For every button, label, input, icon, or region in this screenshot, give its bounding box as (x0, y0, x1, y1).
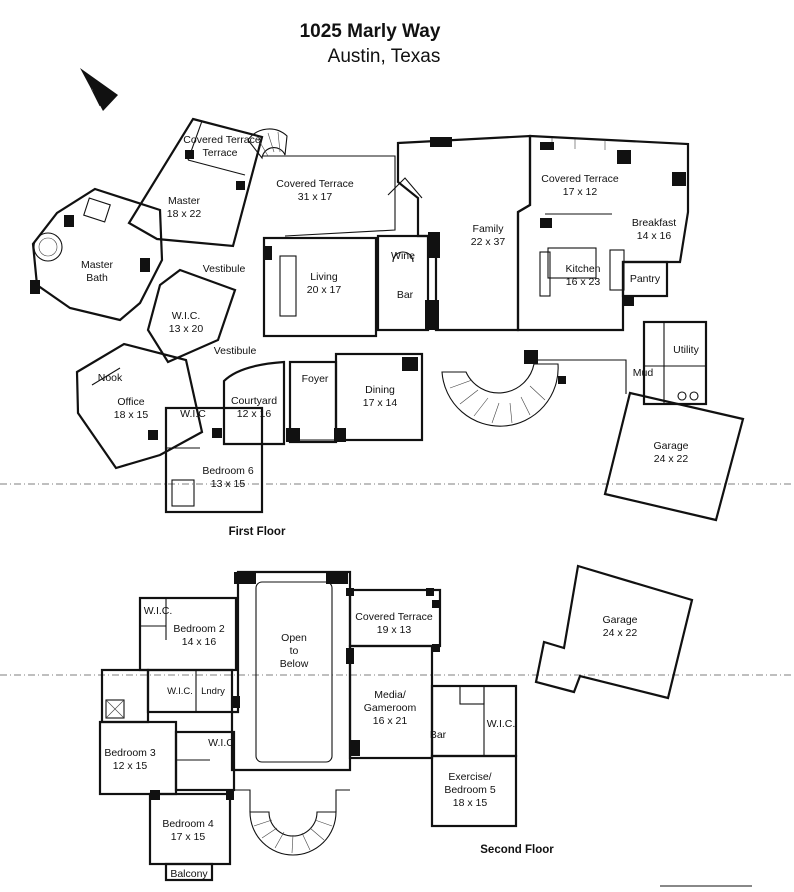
room-wine: Wine (391, 250, 415, 262)
address-title: 1025 Marly Way (300, 21, 441, 42)
room-office-size: 18 x 15 (114, 409, 149, 421)
room-covered-terrace-main: Covered Terrace (276, 178, 354, 190)
room-wic-upper-east: W.I.C. (487, 718, 516, 730)
room-bedroom-3-size: 12 x 15 (113, 760, 148, 772)
room-mud: Mud (633, 367, 654, 379)
room-family: Family (473, 223, 505, 235)
room-vestibule-lower: Vestibule (214, 345, 257, 357)
room-bedroom-6: Bedroom 6 (202, 465, 254, 477)
room-kitchen: Kitchen (565, 263, 600, 275)
second-floor-columns (150, 572, 440, 800)
room-covered-terrace-upper-size: 19 x 13 (377, 624, 412, 636)
north-arrow-icon (80, 68, 118, 111)
second-floor-label: Second Floor (480, 844, 554, 856)
room-balcony: Balcony (170, 868, 208, 880)
room-master: Master (168, 195, 201, 207)
room-master-size: 18 x 22 (167, 208, 202, 220)
room-bedroom-4-size: 17 x 15 (171, 831, 206, 843)
room-exercise: Exercise/ (448, 771, 491, 783)
room-foyer: Foyer (302, 373, 329, 385)
room-media: Media/ (374, 689, 406, 701)
room-bedroom-6-size: 13 x 15 (211, 478, 246, 490)
room-family-size: 22 x 37 (471, 236, 506, 248)
room-bedroom-2-size: 14 x 16 (182, 636, 217, 648)
room-dining: Dining (365, 384, 395, 396)
room-breakfast: Breakfast (632, 217, 676, 229)
room-garage-first: Garage (653, 440, 688, 452)
room-courtyard: Courtyard (231, 395, 277, 407)
room-bar-upper: Bar (430, 729, 447, 741)
room-bedroom-2: Bedroom 2 (173, 623, 225, 635)
room-covered-terrace-main-size: 31 x 17 (298, 191, 333, 203)
room-living: Living (310, 271, 338, 283)
room-media-2: Gameroom (364, 702, 417, 714)
room-bedroom-4: Bedroom 4 (162, 818, 214, 830)
room-covered-terrace-master-suffix: Terrace (202, 147, 237, 159)
room-garage-first-size: 24 x 22 (654, 453, 689, 465)
second-floor-walls (98, 564, 694, 882)
first-floor-walls (31, 117, 745, 522)
room-utility: Utility (673, 344, 699, 356)
first-floor-labels: Covered Terrace Terrace Master 18 x 22 C… (81, 134, 700, 538)
room-master-wic: W.I.C. (172, 310, 201, 322)
room-wic-laundry: W.I.C. (167, 686, 193, 697)
room-office: Office (117, 396, 144, 408)
room-wic-bedroom-2: W.I.C. (144, 605, 173, 617)
room-open-to-below-2: to (290, 645, 299, 657)
room-covered-terrace-east-size: 17 x 12 (563, 186, 598, 198)
room-bedroom-3: Bedroom 3 (104, 747, 156, 759)
room-living-size: 20 x 17 (307, 284, 342, 296)
room-wic-upper-west: W.I.C (208, 737, 234, 749)
room-covered-terrace-east: Covered Terrace (541, 173, 619, 185)
room-vestibule-upper: Vestibule (203, 263, 246, 275)
room-covered-terrace-upper: Covered Terrace (355, 611, 433, 623)
room-master-bath: Master (81, 259, 114, 271)
room-breakfast-size: 14 x 16 (637, 230, 672, 242)
room-courtyard-size: 12 x 16 (237, 408, 272, 420)
room-media-size: 16 x 21 (373, 715, 408, 727)
room-open-to-below-3: Below (280, 658, 309, 670)
room-master-wic-size: 13 x 20 (169, 323, 204, 335)
room-dining-size: 17 x 14 (363, 397, 398, 409)
room-exercise-2: Bedroom 5 (444, 784, 496, 796)
room-exercise-size: 18 x 15 (453, 797, 488, 809)
room-covered-terrace-master: Covered Terrace (183, 134, 261, 146)
room-garage-upper: Garage (602, 614, 637, 626)
room-laundry: Lndry (201, 686, 225, 697)
room-nook: Nook (98, 372, 123, 384)
second-floor-labels: W.I.C. Bedroom 2 14 x 16 Open to Below C… (104, 605, 637, 880)
first-floor-columns (30, 137, 686, 442)
room-kitchen-size: 16 x 23 (566, 276, 601, 288)
room-bar: Bar (397, 289, 414, 301)
room-pantry: Pantry (630, 273, 661, 285)
room-garage-upper-size: 24 x 22 (603, 627, 638, 639)
room-open-to-below: Open (281, 632, 307, 644)
room-master-bath-2: Bath (86, 272, 108, 284)
room-wic-office: W.I.C (180, 408, 206, 420)
city-subtitle: Austin, Texas (328, 46, 441, 67)
first-floor-label: First Floor (229, 526, 286, 538)
